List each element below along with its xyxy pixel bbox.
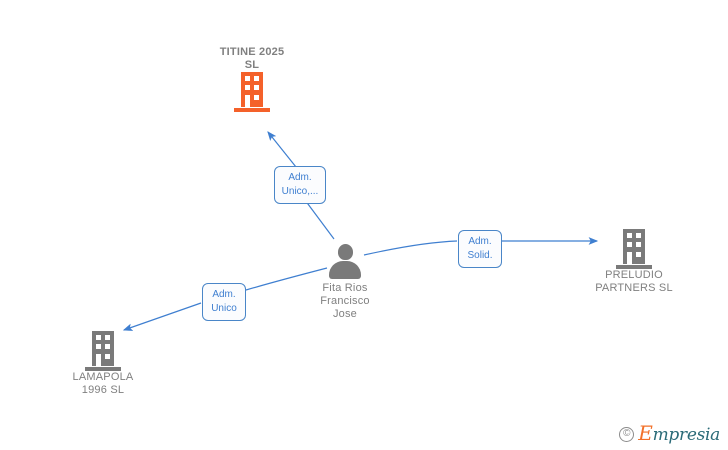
- edge-arrow-lamapola: [122, 302, 202, 331]
- edge-line-preludio: [363, 240, 458, 256]
- building-window: [254, 95, 259, 100]
- building-window: [636, 252, 641, 257]
- person-icon: [328, 244, 362, 280]
- building-window: [245, 85, 250, 90]
- building-window: [96, 344, 101, 349]
- building-base: [616, 265, 652, 269]
- node-label-preludio: PRELUDIO PARTNERS SL: [595, 269, 673, 294]
- edge-line-lamapola: [245, 267, 328, 291]
- empresia-logo-rest: mpresia: [652, 425, 721, 445]
- empresia-watermark: © Empresia: [619, 423, 721, 445]
- node-person-fita-rios-francisco-jose[interactable]: Fita Rios Francisco Jose: [270, 242, 420, 321]
- edge-label-adm-unico-lamapola[interactable]: Adm. Unico: [202, 283, 246, 321]
- copyright-icon: ©: [619, 427, 635, 442]
- building-window: [245, 76, 250, 81]
- person-body: [329, 261, 361, 279]
- empresia-logo-initial: E: [638, 421, 653, 445]
- building-window: [105, 335, 110, 340]
- building-window: [627, 242, 632, 247]
- node-label-person: Fita Rios Francisco Jose: [320, 282, 370, 320]
- building-icon: [234, 72, 270, 112]
- building-window: [96, 335, 101, 340]
- building-base: [234, 108, 270, 112]
- node-lamapola-1996-sl[interactable]: LAMAPOLA 1996 SL: [28, 331, 178, 397]
- building-window: [105, 344, 110, 349]
- building-door: [96, 354, 101, 366]
- node-icon-wrap-titine: [177, 72, 327, 112]
- node-icon-wrap-person: [270, 242, 420, 282]
- node-label-lamapola: LAMAPOLA 1996 SL: [72, 371, 134, 396]
- building-window: [636, 233, 641, 238]
- edge-label-adm-solid-preludio[interactable]: Adm. Solid.: [458, 230, 502, 268]
- node-preludio-partners-sl[interactable]: PRELUDIO PARTNERS SL: [559, 229, 709, 295]
- node-label-titine: TITINE 2025 SL: [219, 46, 285, 71]
- building-window: [254, 76, 259, 81]
- edge-label-adm-unico-titine[interactable]: Adm. Unico,...: [274, 166, 326, 204]
- node-icon-wrap-lamapola: [28, 331, 178, 371]
- node-titine-2025-sl[interactable]: TITINE 2025 SL: [177, 46, 327, 112]
- building-base: [85, 367, 121, 371]
- building-door: [627, 252, 632, 264]
- building-door: [245, 95, 250, 107]
- empresia-logo-text: Empresia: [638, 423, 721, 445]
- edge-arrow-titine: [267, 131, 297, 168]
- person-head: [337, 244, 353, 260]
- building-window: [627, 233, 632, 238]
- building-icon: [85, 331, 121, 371]
- building-window: [254, 85, 259, 90]
- building-icon: [616, 229, 652, 269]
- building-window: [636, 242, 641, 247]
- building-window: [105, 354, 110, 359]
- node-icon-wrap-preludio: [559, 229, 709, 269]
